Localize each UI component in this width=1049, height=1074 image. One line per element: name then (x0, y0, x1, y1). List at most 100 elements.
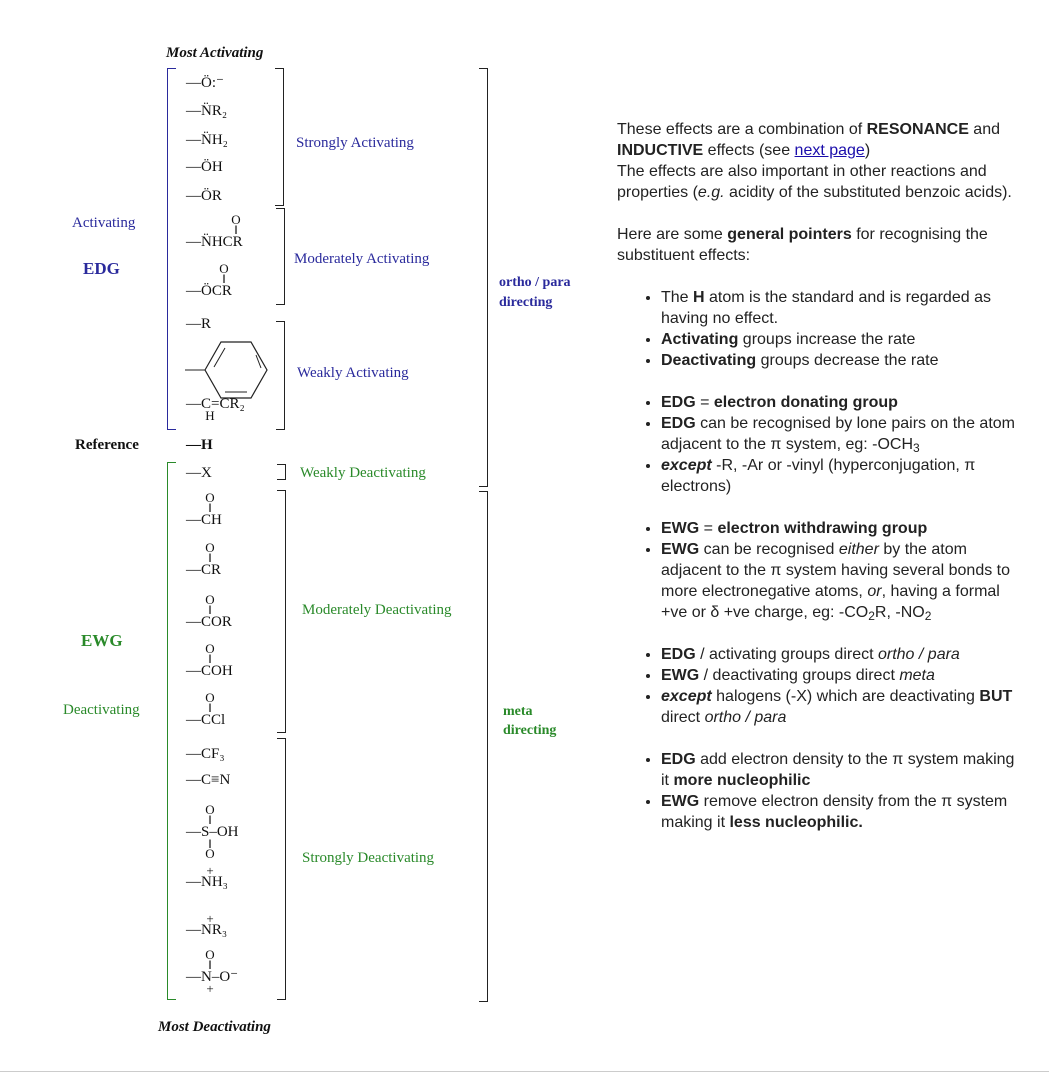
substituent-formula: —N̈HCR (186, 234, 243, 250)
pointer-list: EDG add electron density to the π system… (617, 749, 1022, 833)
substituent-above: + (206, 863, 214, 878)
list-item: EWG remove electron density from the π s… (661, 791, 1022, 833)
substituent-formula: —S–OH (186, 824, 239, 840)
text-segment: can be recognised (699, 541, 839, 558)
text-segment: Here are some (617, 226, 728, 243)
list-item: EWG / deactivating groups direct meta (661, 665, 1022, 686)
most-activating-label: Most Activating (166, 45, 264, 61)
text-segment: EWG (661, 667, 700, 684)
text-segment: , having a formal +ve or δ +ve charge, e… (661, 583, 1000, 621)
list-item: EDG can be recognised by lone pairs on t… (661, 413, 1022, 455)
substituent-10: —H (186, 438, 213, 453)
substituent-formula: —COR (186, 614, 232, 630)
text-segment: except (661, 457, 712, 474)
text-segment: ortho / para (704, 709, 787, 726)
list-item: EDG / activating groups direct ortho / p… (661, 644, 1022, 665)
substituent-above: O ‖ (205, 690, 215, 715)
text-segment: by the atom adjacent to the π system hav… (661, 541, 1011, 600)
deactivating-label: Deactivating (63, 702, 140, 718)
substituent-18: —C≡N (186, 773, 230, 788)
moderately-activating-bracket (276, 208, 285, 305)
text-segment: can be recognised by lone pairs on the a… (661, 415, 1015, 453)
text-segment: 2 (868, 609, 875, 623)
substituent-formula: —ÖCR (186, 283, 232, 299)
text-segment: add electron density to the π system mak… (661, 751, 1015, 789)
text-segment: -R, -Ar or -vinyl (hyperconjugation, π e… (661, 457, 976, 495)
pointer-list: EDG / activating groups direct ortho / p… (617, 644, 1022, 728)
substituent-formula: —C≡N (186, 772, 231, 788)
substituent-above: O ‖ (219, 261, 229, 286)
meta-directing-label: directing (503, 723, 557, 738)
moderately-deactivating-bracket (277, 490, 286, 733)
text-segment: less nucleophilic. (729, 814, 863, 831)
substituent-above: + (206, 911, 214, 926)
text-segment: more nucleophilic (673, 772, 811, 789)
text-segment: effects (see (703, 142, 795, 159)
substituent-20: —NH₃+ (186, 864, 228, 890)
list-item: EDG add electron density to the π system… (661, 749, 1022, 791)
substituent-formula: —N̈H₂ (186, 132, 228, 148)
list-item: The H atom is the standard and is regard… (661, 287, 1022, 329)
substituent-formula: —X (186, 465, 212, 481)
substituent-above: O ‖ (231, 212, 241, 237)
text-segment: EWG (661, 793, 700, 810)
substituent-3: —ÖH (186, 160, 223, 175)
substituent-above: O ‖ (205, 490, 215, 515)
text-segment: = (695, 394, 714, 411)
pointer-list: The H atom is the standard and is regard… (617, 287, 1022, 371)
substituent-formula: —ÖH (186, 159, 223, 175)
text-segment: EDG (661, 646, 696, 663)
text-segment: The effects are also important in other … (617, 163, 987, 201)
text-segment: either (838, 541, 879, 558)
substituent-above: O ‖ (205, 641, 215, 666)
text-segment: ortho / para (877, 646, 960, 663)
substituent-above: O ‖ (205, 802, 215, 827)
text-segment: general pointers (727, 226, 852, 243)
weakly-activating-bracket (276, 321, 285, 430)
activating-label: Activating (72, 215, 136, 231)
group-weakly-activating: Weakly Activating (297, 365, 409, 381)
substituent-above: O ‖ (205, 947, 215, 972)
list-item: EWG can be recognised either by the atom… (661, 539, 1022, 623)
substituent-formula: —N–O⁻ (186, 969, 239, 985)
substituent-above: O ‖ (205, 592, 215, 617)
substituent-formula: —CCl (186, 712, 226, 728)
substituent-below: H (205, 408, 215, 423)
text-segment: EWG (661, 541, 700, 558)
group-moderately-deactivating: Moderately Deactivating (302, 602, 452, 618)
meta-label: meta (503, 704, 533, 719)
list-item: EDG = electron donating group (661, 392, 1022, 413)
substituent-formula: —CR (186, 562, 222, 578)
ortho-para-bracket (479, 68, 488, 487)
text-segment: acidity of the substituted benzoic acids… (724, 184, 1012, 201)
substituent-effects-diagram: Most Activating Most Deactivating Activa… (63, 45, 571, 1035)
text-segment: electron donating group (713, 394, 898, 411)
next-page-link[interactable]: next page (794, 142, 865, 159)
substituent-21: —NR₃+ (186, 912, 227, 938)
text-segment: RESONANCE (866, 121, 969, 138)
text-segment: except (661, 688, 712, 705)
substituent-22: —N–O⁻O ‖ + (186, 948, 239, 995)
text-segment: 2 (924, 609, 932, 623)
text-segment: EDG (661, 751, 696, 768)
substituent-4: —ÖR (186, 189, 222, 204)
substituent-formula: —R (186, 316, 212, 332)
reference-label: Reference (75, 437, 139, 453)
text-segment: BUT (979, 688, 1013, 705)
ortho-para-directing-label: directing (499, 295, 553, 310)
text-segment: e.g. (697, 184, 725, 201)
substituent-below: + (206, 981, 214, 996)
list-item: except -R, -Ar or -vinyl (hyperconjugati… (661, 455, 1022, 497)
substituent-7: —R (186, 317, 211, 332)
text-segment: / activating groups direct (695, 646, 878, 663)
substituent-11: —X (186, 466, 212, 481)
weakly-deactivating-bracket (277, 464, 286, 480)
text-segment: groups increase the rate (738, 331, 916, 348)
text-segment: direct (661, 709, 705, 726)
text-segment: meta (899, 667, 935, 684)
ewg-bracket (167, 462, 176, 1000)
